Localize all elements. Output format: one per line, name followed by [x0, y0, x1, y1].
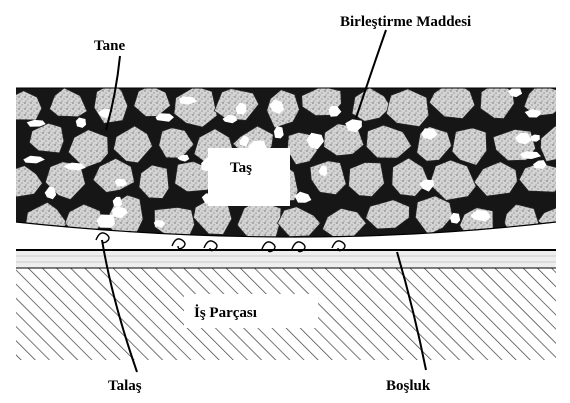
stone-label: Taş [230, 160, 252, 176]
void-label: Boşluk [386, 378, 431, 394]
grain-label: Tane [94, 38, 125, 54]
chip-curl [172, 239, 185, 249]
stone-label-box: Taş [208, 148, 290, 206]
chip-label: Talaş [108, 378, 142, 394]
workpiece-label: İş Parçası [194, 304, 257, 321]
binder-label: Birleştirme Maddesi [340, 14, 471, 30]
workpiece-label-box: İş Parçası [184, 294, 318, 328]
